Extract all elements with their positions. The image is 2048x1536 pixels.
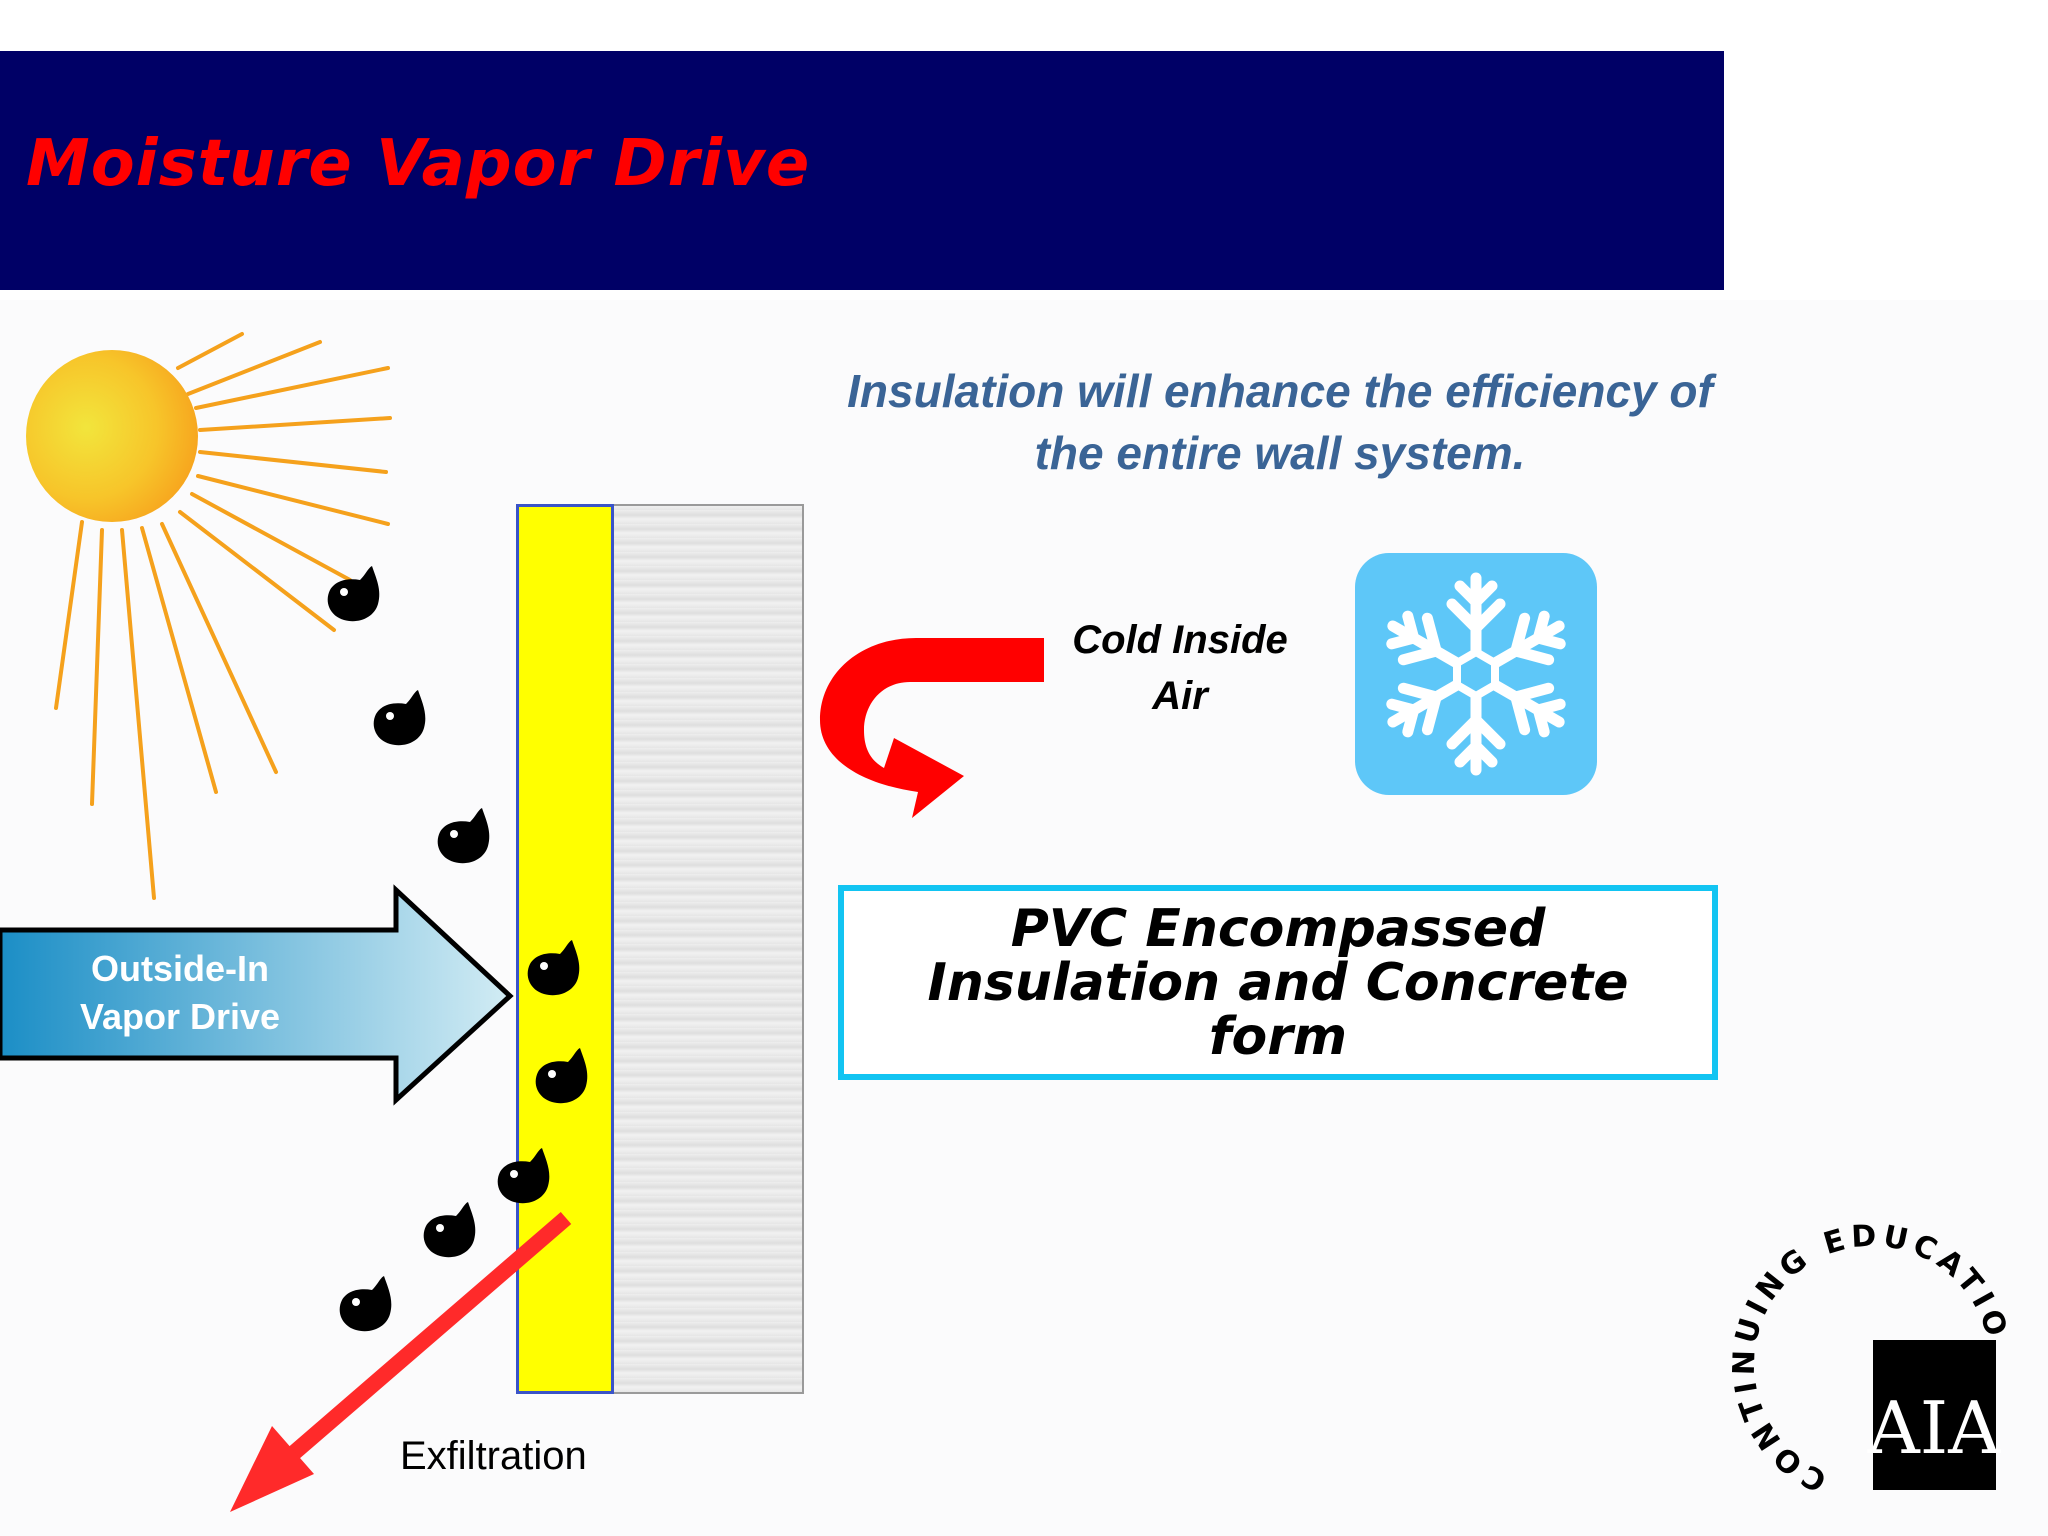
- pvc-line-1: PVC Encompassed: [1010, 898, 1546, 959]
- vapor-label-line-1: Outside-In: [91, 948, 269, 989]
- headline: Insulation will enhance the efficiency o…: [760, 360, 1800, 484]
- aia-logo-icon: CONTINUING EDUCATION AIA: [1708, 1215, 2008, 1498]
- headline-line-1: Insulation will enhance the efficiency o…: [847, 365, 1713, 417]
- snowflake-tile: [1355, 553, 1597, 795]
- pvc-callout-text: PVC Encompassed Insulation and Concrete …: [928, 902, 1629, 1064]
- exfiltration-label: Exfiltration: [400, 1434, 587, 1478]
- sun-icon: [26, 350, 198, 522]
- slide-title: Moisture Vapor Drive: [26, 127, 811, 201]
- sun-rays: [54, 332, 392, 900]
- pvc-callout-box: PVC Encompassed Insulation and Concrete …: [838, 885, 1718, 1080]
- curved-arrow-shape: [820, 638, 1044, 818]
- exfiltration-arrow: [230, 1211, 572, 1512]
- pvc-line-2: Insulation and Concrete: [927, 952, 1629, 1013]
- vapor-drive-arrow: [0, 884, 514, 1106]
- cold-label-line-1: Cold Inside: [1072, 618, 1288, 662]
- logo-mark-text: AIA: [1867, 1386, 2001, 1470]
- cold-inside-air-label: Cold Inside Air: [1040, 612, 1320, 724]
- vapor-drive-label: Outside-In Vapor Drive: [40, 945, 320, 1041]
- headline-line-2: the entire wall system.: [1034, 427, 1526, 479]
- concrete-layer: [614, 504, 804, 1394]
- cold-label-line-2: Air: [1152, 674, 1208, 718]
- title-bar: [0, 51, 1724, 290]
- pvc-line-3: form: [1208, 1006, 1348, 1067]
- vapor-label-line-2: Vapor Drive: [79, 996, 281, 1037]
- snowflake-icon: [1355, 572, 1597, 795]
